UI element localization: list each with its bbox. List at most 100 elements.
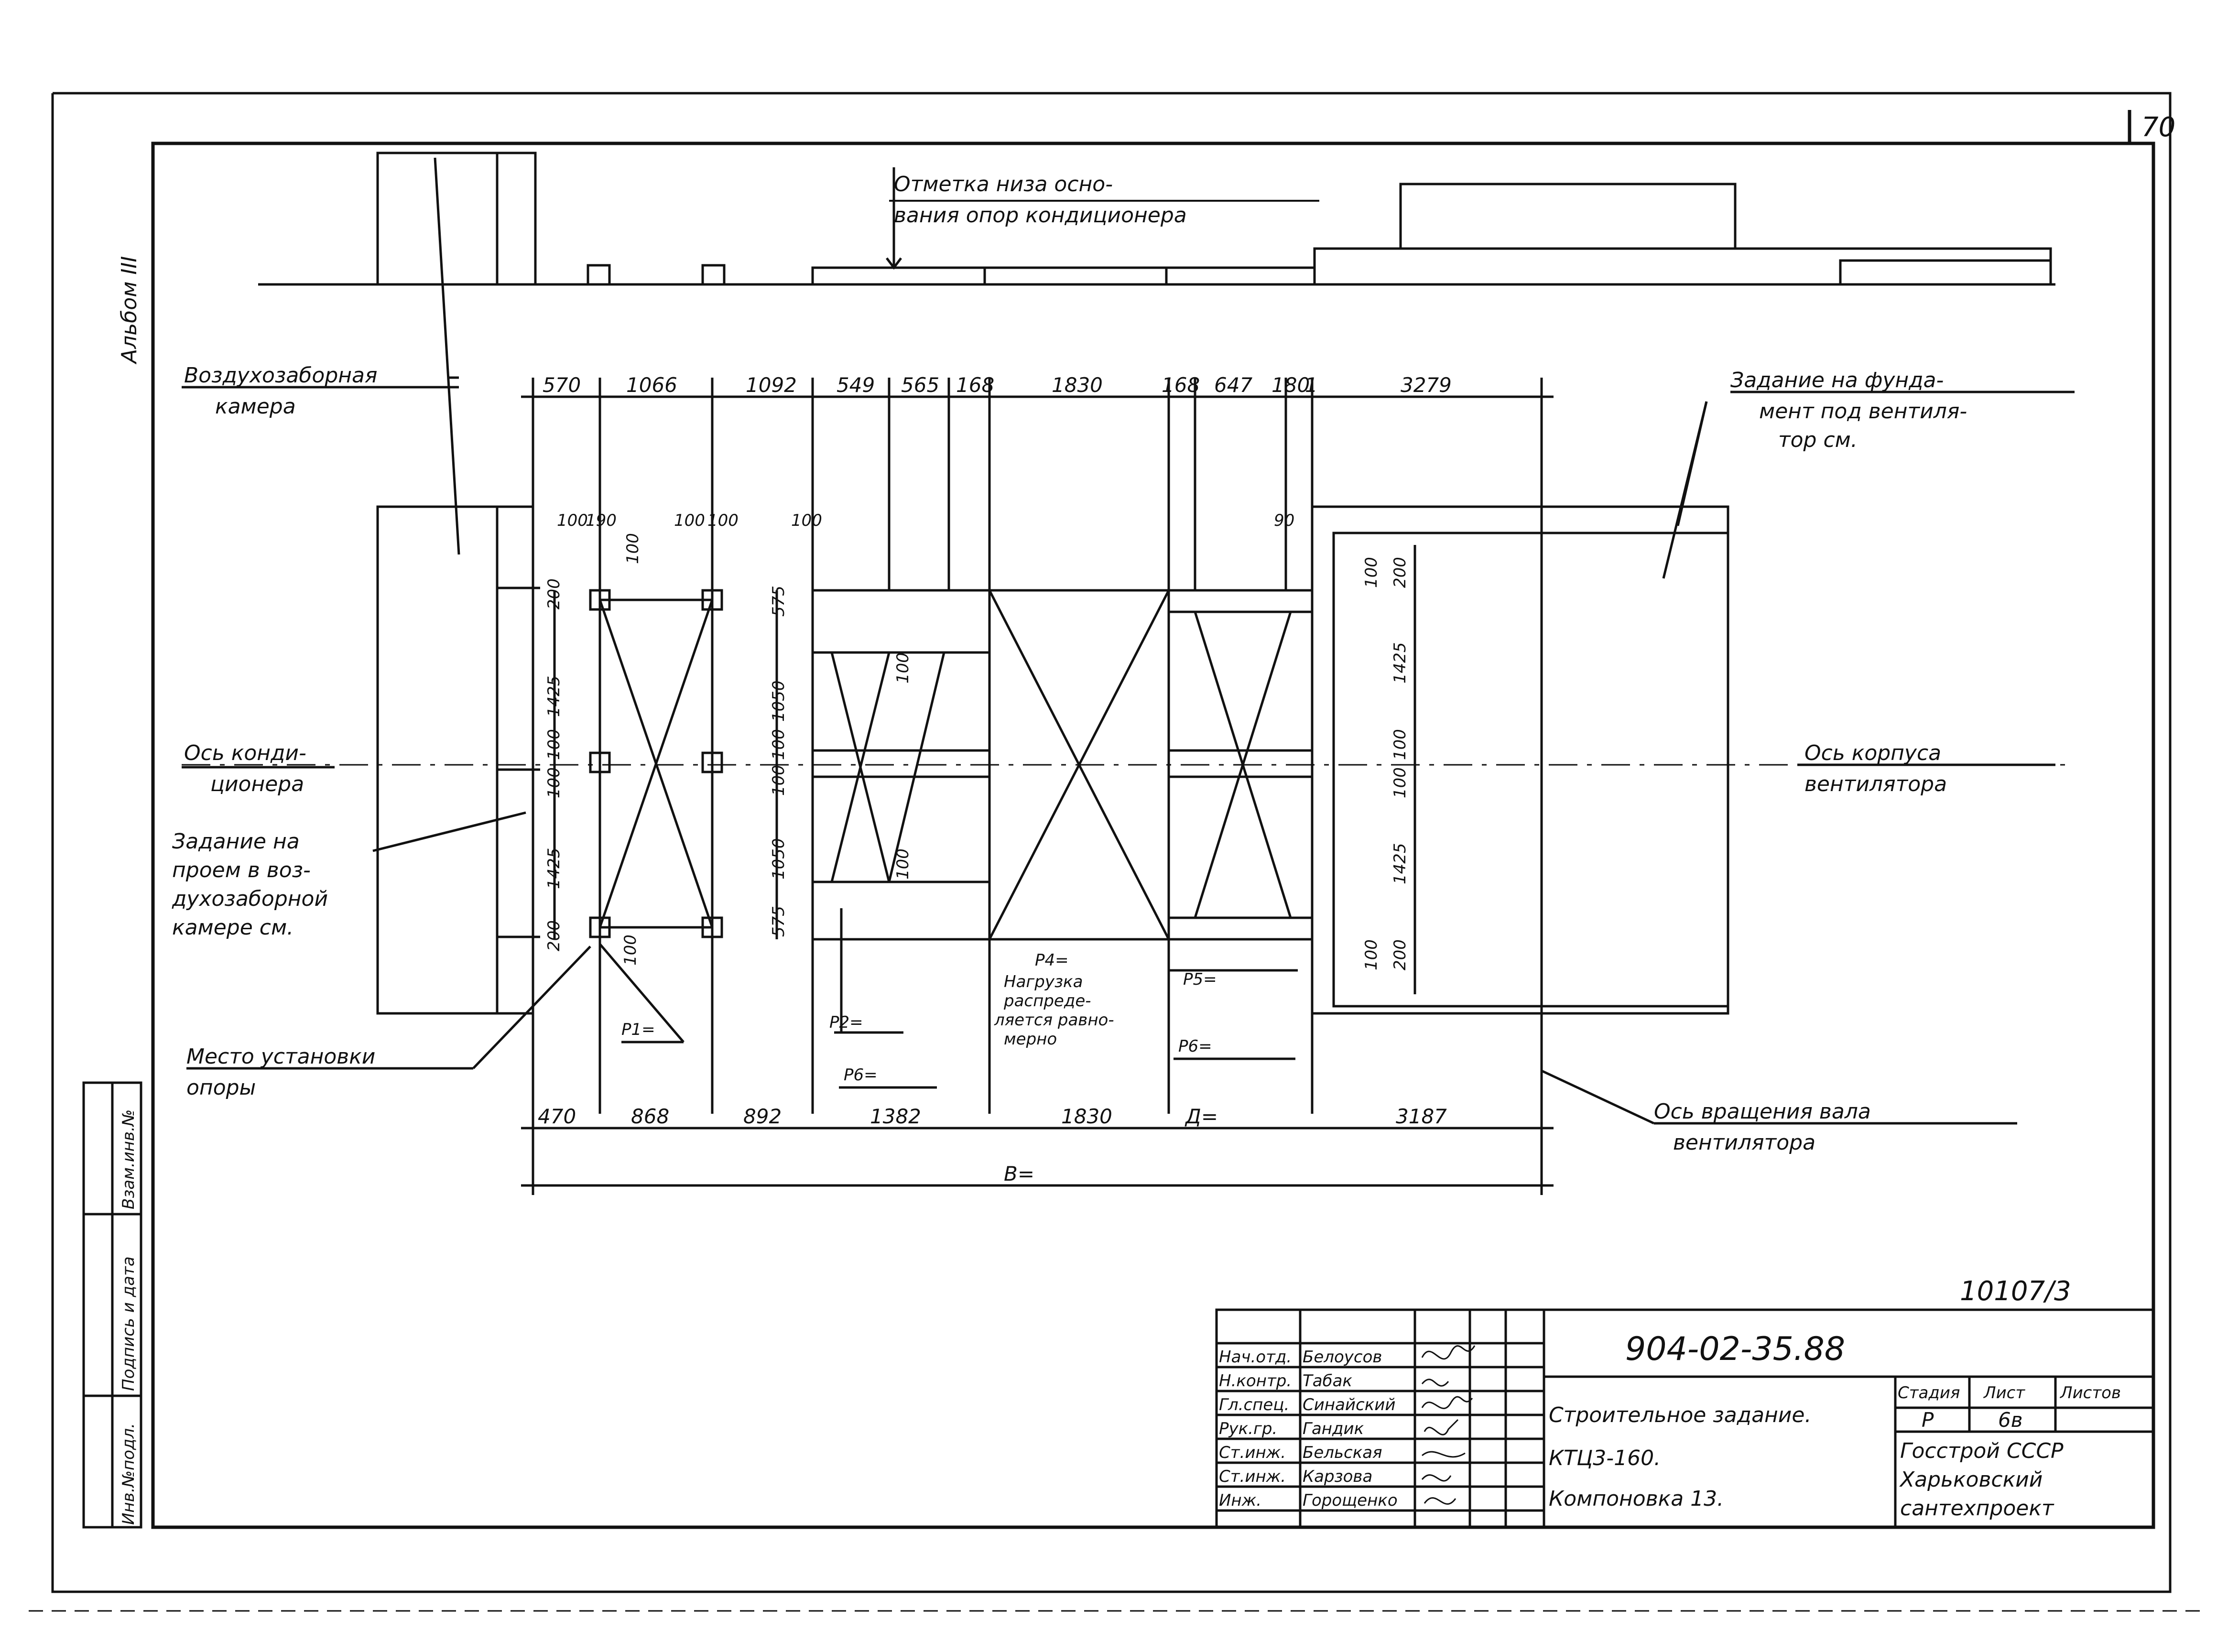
- plan-view: [182, 157, 2075, 1195]
- dim-bottom-1: 868: [631, 1105, 669, 1128]
- dim-left-v-2: 100: [544, 729, 564, 760]
- label-air-intake-line1: Воздухозаборная: [184, 363, 377, 388]
- drawing-frame: [151, 110, 2155, 1529]
- label-fan-foundation-line3: тор см.: [1778, 428, 1858, 452]
- stamp-name-1: Табак: [1303, 1371, 1352, 1391]
- dim-left-v-5: 200: [544, 920, 564, 951]
- label-shaft-axis: Ось вращения вала вентилятора: [1654, 1099, 1871, 1155]
- dim-overall: B=: [1004, 1162, 1034, 1185]
- stamp-title-line3: Компоновка 13.: [1549, 1487, 1724, 1511]
- load-note-line2: Нагрузка: [1004, 972, 1083, 991]
- dim-top-0: 570: [543, 373, 581, 397]
- title-block: [1215, 1308, 2155, 1529]
- dim-mid-v-2: 100: [769, 729, 788, 760]
- side-stamp-replace: Взам.инв.№: [119, 1109, 138, 1209]
- dim-misc-1: 100: [893, 848, 913, 880]
- dim-mid-v-5: 575: [769, 906, 788, 937]
- stamp-name-0: Белоусов: [1303, 1348, 1382, 1367]
- label-conditioner-axis-line2: ционера: [210, 772, 304, 796]
- label-opening-task: Задание на проем в воз- духозаборной кам…: [172, 829, 328, 940]
- elevation-label-line1: Отметка низа осно-: [894, 172, 1113, 196]
- dim-left-v-4: 1425: [544, 848, 564, 889]
- label-shaft-line2: вентилятора: [1673, 1130, 1815, 1155]
- load-p1: P1=: [621, 1020, 655, 1039]
- stamp-role-5: Ст.инж.: [1219, 1467, 1286, 1486]
- dim-small-tl-3: 100: [674, 511, 705, 530]
- outer-frame: [29, 92, 2208, 1612]
- stamp-name-2: Синайский: [1303, 1395, 1395, 1414]
- stamp-sheets-header: Листов: [2059, 1383, 2121, 1402]
- top-dimensions: 570 1066 1092 549 565 168 1830 168 647 1…: [543, 373, 1452, 397]
- dim-right-v-3: 100: [1391, 729, 1410, 760]
- label-conditioner-axis: Ось конди- ционера: [184, 741, 306, 796]
- label-fan-foundation-line2: мент под вентиля-: [1759, 399, 1967, 424]
- stamp-name-3: Гандик: [1303, 1419, 1364, 1438]
- stamp-sheet-header: Лист: [1983, 1383, 2025, 1402]
- stamp-stage-header: Стадия: [1898, 1383, 1960, 1402]
- label-fan-foundation: Задание на фунда- мент под вентиля- тор …: [1730, 368, 1967, 452]
- load-note: P4= Нагрузка распреде- ляется равно- мер…: [994, 951, 1114, 1049]
- dim-misc-2: 100: [621, 935, 640, 966]
- dim-right-v-5: 1425: [1391, 843, 1410, 884]
- dim-small-tl-4: 100: [707, 511, 739, 530]
- dim-top-4: 565: [901, 373, 939, 397]
- dim-bottom-5: 3187: [1396, 1105, 1447, 1128]
- label-support-line2: опоры: [186, 1076, 256, 1100]
- label-fan-body-axis-line1: Ось корпуса: [1804, 741, 1941, 765]
- dim-top-1: 1066: [626, 373, 677, 397]
- dim-right-v-2: 1425: [1391, 642, 1410, 684]
- stamp-org-line3: сантехпроект: [1900, 1496, 2054, 1521]
- dim-top-6: 1830: [1052, 373, 1103, 397]
- dim-right-v-6: 100: [1362, 939, 1381, 970]
- dim-right-v-4: 100: [1391, 767, 1410, 798]
- label-conditioner-axis-line1: Ось конди-: [184, 741, 306, 765]
- label-support-line1: Место установки: [186, 1044, 375, 1069]
- dim-bottom-4: 1830: [1061, 1105, 1112, 1128]
- label-fan-foundation-line1: Задание на фунда-: [1730, 368, 1944, 392]
- dim-left-v-3: 100: [544, 767, 564, 798]
- dim-top-9: 180: [1272, 373, 1310, 397]
- stamp-names: Белоусов Табак Синайский Гандик Бельская…: [1303, 1348, 1398, 1510]
- label-opening-line4: камере см.: [172, 915, 293, 940]
- label-support-place: Место установки опоры: [186, 1044, 375, 1100]
- side-stamp: [82, 1081, 142, 1529]
- stamp-signatures: [1421, 1345, 1476, 1505]
- stamp-role-3: Рук.гр.: [1219, 1419, 1277, 1438]
- load-note-line4: ляется равно-: [994, 1011, 1114, 1030]
- load-note-line1: P4=: [1035, 951, 1069, 970]
- label-air-intake-line2: камера: [215, 394, 296, 419]
- load-note-line3: распреде-: [1003, 991, 1091, 1011]
- page-number: 70: [2141, 112, 2175, 143]
- side-stamp-inv: Инв.№подл.: [119, 1423, 138, 1525]
- elevation-view: [258, 152, 2055, 286]
- stamp-name-6: Горощенко: [1303, 1491, 1398, 1510]
- label-shaft-line1: Ось вращения вала: [1654, 1099, 1871, 1124]
- load-p6-right: P6=: [1178, 1037, 1212, 1056]
- doc-number: 10107/3: [1960, 1276, 2071, 1307]
- dim-bottom-3: 1382: [870, 1105, 921, 1128]
- label-opening-line1: Задание на: [172, 829, 300, 854]
- elevation-label-line2: вания опор кондиционера: [894, 203, 1187, 228]
- dim-left-v-0: 200: [544, 578, 564, 609]
- stamp-title: Строительное задание. КТЦ3-160. Компонов…: [1549, 1403, 1811, 1511]
- dim-mid-v-1: 1050: [769, 680, 788, 722]
- stamp-role-6: Инж.: [1219, 1491, 1261, 1510]
- dim-bottom-d: Д=: [1185, 1105, 1218, 1128]
- load-p5: P5=: [1183, 970, 1217, 989]
- stamp-title-line2: КТЦ3-160.: [1549, 1446, 1661, 1470]
- stamp-org-line2: Харьковский: [1899, 1467, 2043, 1492]
- bottom-dimensions: 470 868 892 1382 1830 Д= 3187 B=: [538, 1105, 1447, 1185]
- dim-top-5: 168: [956, 373, 994, 397]
- dim-right-v-0: 100: [1362, 557, 1381, 588]
- stamp-name-5: Карзова: [1303, 1467, 1372, 1486]
- dim-mid-v-0: 575: [769, 586, 788, 617]
- dim-small-tl-0: 100: [557, 511, 588, 530]
- label-air-intake: Воздухозаборная камера: [184, 363, 377, 419]
- load-p6-left: P6=: [844, 1065, 878, 1085]
- label-fan-body-axis: Ось корпуса вентилятора: [1804, 741, 1947, 796]
- stamp-roles: Нач.отд. Н.контр. Гл.спец. Рук.гр. Ст.ин…: [1219, 1348, 1292, 1510]
- page-number-box: 70: [2141, 112, 2175, 143]
- stamp-title-line1: Строительное задание.: [1549, 1403, 1811, 1427]
- label-opening-line2: проем в воз-: [172, 858, 311, 882]
